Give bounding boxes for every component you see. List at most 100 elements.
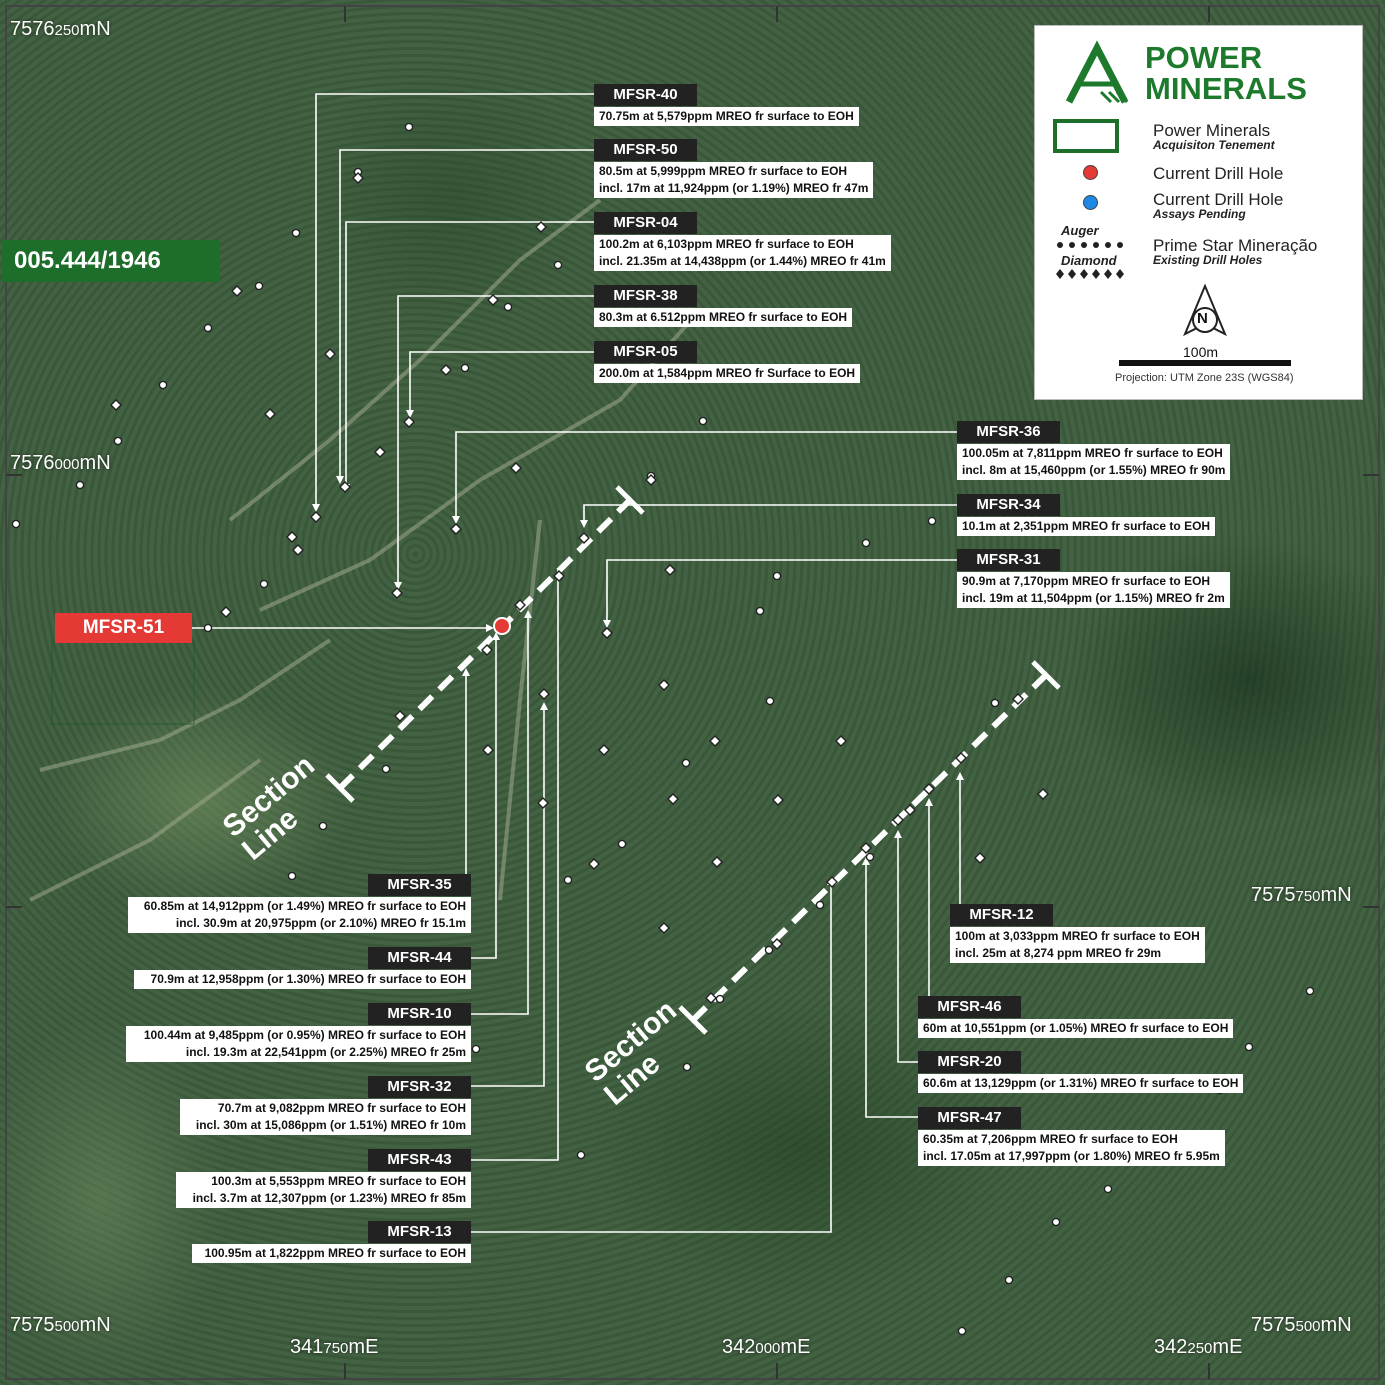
legend-tenement-sub: Acquisiton Tenement bbox=[1153, 138, 1275, 152]
drill-label-result: 60m at 10,551ppm (or 1.05%) MREO fr surf… bbox=[918, 1019, 1234, 1038]
diamond-hole-marker bbox=[440, 364, 452, 376]
northing-label-4: 7575500mN bbox=[10, 1314, 111, 1336]
diamond-hole-marker bbox=[860, 842, 872, 854]
auger-hole-marker bbox=[772, 571, 782, 581]
diamond-hole-marker bbox=[658, 922, 670, 934]
diamond-hole-marker bbox=[598, 744, 610, 756]
auger-hole-marker bbox=[113, 436, 123, 446]
diamond-hole-marker bbox=[339, 481, 351, 493]
drill-label-result: 100.44m at 9,485ppm (or 0.95%) MREO fr s… bbox=[126, 1026, 471, 1062]
diamond-hole-marker bbox=[1037, 788, 1049, 800]
auger-hole-marker bbox=[553, 260, 563, 270]
auger-hole-marker bbox=[75, 480, 85, 490]
diamond-hole-marker bbox=[711, 856, 723, 868]
diamond-hole-marker bbox=[892, 814, 904, 826]
drill-label-result: 100.3m at 5,553ppm MREO fr surface to EO… bbox=[176, 1172, 471, 1208]
diamond-hole-marker bbox=[394, 710, 406, 722]
northing-label-3: 7575750mN bbox=[1251, 884, 1352, 906]
diamond-symbol-icon bbox=[1056, 269, 1124, 279]
diamond-hole-marker bbox=[514, 599, 526, 611]
legend-pending-sub: Assays Pending bbox=[1153, 207, 1246, 221]
current-drill-hole-marker bbox=[493, 617, 511, 635]
drill-label-title: MFSR-50 bbox=[594, 139, 697, 161]
projection-note: Projection: UTM Zone 23S (WGS84) bbox=[1115, 372, 1294, 384]
auger-hole-marker bbox=[1103, 1184, 1113, 1194]
auger-hole-marker bbox=[682, 1062, 692, 1072]
power-minerals-logo-icon bbox=[1065, 40, 1129, 104]
pending-hole-swatch bbox=[1083, 195, 1098, 210]
diamond-hole-marker bbox=[391, 587, 403, 599]
auger-hole-marker bbox=[259, 579, 269, 589]
auger-hole-marker bbox=[1244, 1042, 1254, 1052]
legend-pending-title: Current Drill Hole bbox=[1153, 190, 1284, 209]
easting-label-2: 342000mE bbox=[722, 1336, 811, 1358]
auger-hole-marker bbox=[158, 380, 168, 390]
diamond-hole-marker bbox=[588, 858, 600, 870]
diamond-hole-marker bbox=[110, 399, 122, 411]
diamond-hole-marker bbox=[955, 752, 967, 764]
diamond-hole-marker bbox=[352, 172, 364, 184]
auger-hole-marker bbox=[1051, 1217, 1061, 1227]
diamond-hole-marker bbox=[264, 408, 276, 420]
auger-hole-marker bbox=[698, 416, 708, 426]
tenement-swatch bbox=[1053, 119, 1119, 153]
diamond-hole-marker bbox=[403, 416, 415, 428]
legend-existing-title: Prime Star Mineração bbox=[1153, 236, 1318, 255]
easting-label-1: 341750mE bbox=[290, 1336, 379, 1358]
diamond-hole-marker bbox=[601, 627, 613, 639]
drill-label-result: 100.05m at 7,811ppm MREO fr surface to E… bbox=[957, 444, 1231, 480]
drill-label-title: MFSR-43 bbox=[368, 1149, 471, 1171]
drill-label-result: 80.5m at 5,999ppm MREO fr surface to EOH… bbox=[594, 162, 874, 198]
diamond-hole-marker bbox=[292, 544, 304, 556]
drill-label-result: 70.75m at 5,579ppm MREO fr surface to EO… bbox=[594, 107, 859, 126]
auger-hole-marker bbox=[460, 363, 470, 373]
auger-hole-marker bbox=[681, 758, 691, 768]
drill-label-result: 70.9m at 12,958ppm (or 1.30%) MREO fr su… bbox=[134, 970, 471, 989]
diamond-hole-marker bbox=[374, 446, 386, 458]
legend-diamond-label: Diamond bbox=[1061, 253, 1117, 268]
diamond-hole-marker bbox=[450, 523, 462, 535]
drill-label-result: 100.2m at 6,103ppm MREO fr surface to EO… bbox=[594, 235, 891, 271]
drill-label-title: MFSR-12 bbox=[950, 904, 1053, 926]
auger-hole-marker bbox=[503, 302, 513, 312]
grid-ticks bbox=[6, 6, 1379, 1379]
diamond-hole-marker bbox=[667, 793, 679, 805]
drill-label-result: 80.3m at 6.512ppm MREO fr surface to EOH bbox=[594, 308, 853, 327]
auger-hole-marker bbox=[11, 519, 21, 529]
auger-symbol-icon bbox=[1057, 242, 1123, 248]
drill-label-result: 70.7m at 9,082ppm MREO fr surface to EOH… bbox=[180, 1099, 471, 1135]
auger-hole-marker bbox=[861, 538, 871, 548]
easting-label-3: 342250mE bbox=[1154, 1336, 1243, 1358]
auger-hole-marker bbox=[865, 852, 875, 862]
section-line-2 bbox=[678, 660, 1061, 1035]
diamond-hole-marker bbox=[310, 511, 322, 523]
diamond-hole-marker bbox=[481, 644, 493, 656]
diamond-hole-marker bbox=[535, 221, 547, 233]
diamond-hole-marker bbox=[1012, 693, 1024, 705]
auger-hole-marker bbox=[563, 875, 573, 885]
auger-hole-marker bbox=[404, 122, 414, 132]
drill-label-title: MFSR-20 bbox=[918, 1051, 1021, 1073]
auger-hole-marker bbox=[990, 698, 1000, 708]
legend-tenement-title: Power Minerals bbox=[1153, 121, 1271, 140]
drill-label-result: 60.85m at 14,912ppm (or 1.49%) MREO fr s… bbox=[128, 897, 471, 933]
diamond-hole-marker bbox=[835, 735, 847, 747]
drill-label-title: MFSR-04 bbox=[594, 212, 697, 234]
auger-hole-marker bbox=[765, 696, 775, 706]
scale-label: 100m bbox=[1183, 344, 1219, 360]
diamond-hole-marker bbox=[645, 474, 657, 486]
diamond-hole-marker bbox=[904, 804, 916, 816]
auger-hole-marker bbox=[254, 281, 264, 291]
auger-hole-marker bbox=[927, 516, 937, 526]
drill-label-result: 10.1m at 2,351ppm MREO fr surface to EOH bbox=[957, 517, 1216, 536]
auger-hole-marker bbox=[957, 1326, 967, 1336]
auger-hole-marker bbox=[203, 623, 213, 633]
drill-label-title: MFSR-47 bbox=[918, 1107, 1021, 1129]
diamond-holes bbox=[110, 172, 1049, 1004]
northing-label-1: 7576250mN bbox=[10, 18, 111, 40]
drill-label-title: MFSR-40 bbox=[594, 84, 697, 106]
